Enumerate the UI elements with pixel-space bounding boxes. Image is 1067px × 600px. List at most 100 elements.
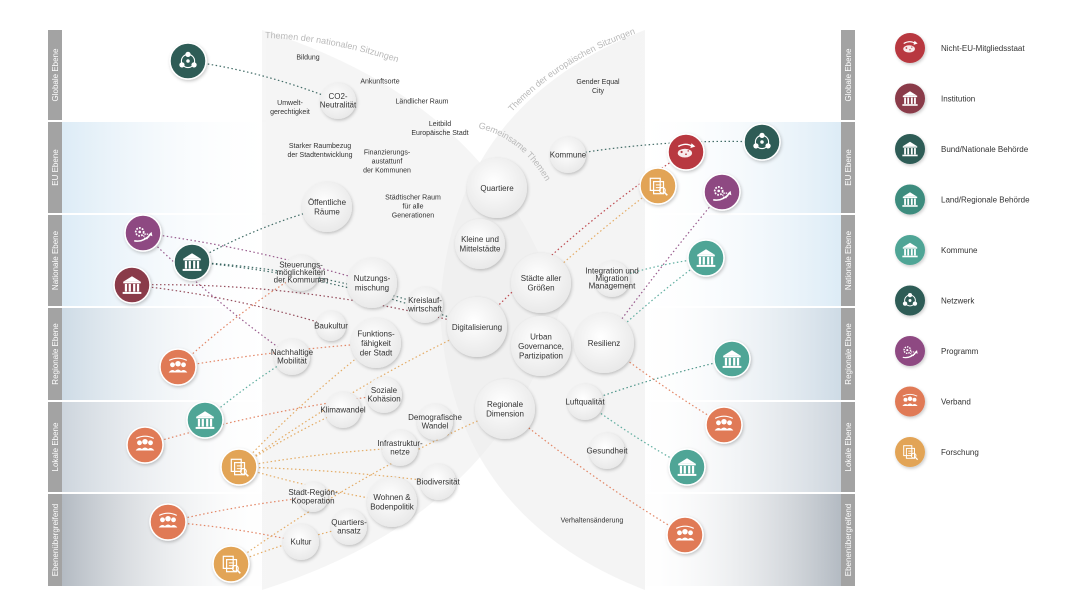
theme-bubble[interactable]: CO2-Neutralität: [320, 83, 357, 119]
actor-circle: [212, 545, 250, 583]
legend-item-forschung: Forschung: [895, 437, 979, 467]
theme-bubble-label: Wohnen &: [373, 493, 411, 502]
actor-programm-left[interactable]: [124, 214, 162, 252]
legend-label: Land/Regionale Behörde: [941, 196, 1030, 205]
actor-circle: [639, 167, 677, 205]
free-theme-label: Generationen: [392, 213, 435, 220]
theme-bubble-label: mischung: [355, 284, 389, 293]
theme-bubble[interactable]: Wohnen &Bodenpolitik: [367, 477, 417, 527]
theme-bubble-label: Bodenpolitik: [370, 503, 415, 512]
connection-line: [131, 284, 332, 327]
actor-verband-right[interactable]: [666, 516, 704, 554]
theme-bubble-circle: [316, 311, 346, 341]
theme-bubble[interactable]: Stadt-Region-Kooperation: [288, 482, 338, 512]
theme-bubble-label: Luftqualität: [565, 397, 605, 406]
theme-bubble-label: Regionale: [487, 400, 524, 409]
actor-forschung-left[interactable]: [220, 448, 258, 486]
theme-bubble[interactable]: Baukultur: [314, 311, 348, 341]
actor-kommune-right[interactable]: [687, 239, 725, 277]
theme-bubble[interactable]: Digitalisierung: [447, 297, 507, 357]
theme-bubble[interactable]: Luftqualität: [565, 384, 605, 420]
theme-bubble-label: Management: [589, 282, 636, 291]
legend-label: Forschung: [941, 448, 979, 457]
actor-institution-left[interactable]: [113, 266, 151, 304]
theme-bubble[interactable]: Nutzungs-mischung: [347, 258, 397, 308]
actor-verband-left[interactable]: [126, 426, 164, 464]
theme-bubble-label: Stadt-Region-: [288, 488, 338, 497]
level-row-right: [630, 402, 855, 492]
actor-bund-left[interactable]: [173, 243, 211, 281]
legend: Nicht-EU-MitgliedsstaatInstitutionBund/N…: [895, 33, 1030, 467]
theme-bubble-circle: [351, 318, 401, 368]
theme-bubble[interactable]: Resilienz: [574, 313, 634, 373]
level-tab-right: [841, 122, 855, 213]
theme-bubble-circle: [475, 379, 535, 439]
theme-bubble[interactable]: Quartiers-ansatz: [331, 509, 367, 545]
actor-programm-right[interactable]: [703, 173, 741, 211]
legend-label: Netzwerk: [941, 297, 975, 306]
theme-bubble-label: Resilienz: [588, 339, 620, 348]
level-tab-right: [841, 30, 855, 120]
level-tab-right: [841, 402, 855, 492]
actor-netzwerk-right[interactable]: [743, 123, 781, 161]
theme-bubble-circle: [331, 509, 367, 545]
theme-bubble[interactable]: Klimawandel: [320, 392, 366, 428]
theme-bubble-circle: [283, 524, 319, 560]
theme-bubble-circle: [302, 182, 352, 232]
level-tab-left: [48, 215, 62, 306]
connection-line: [238, 326, 478, 468]
legend-swatch: [895, 386, 925, 417]
theme-bubble-label: netze: [390, 448, 410, 457]
theme-bubble-label: Öffentliche: [308, 198, 347, 207]
theme-bubble-label: der Stadt: [360, 348, 393, 357]
actor-verband-left[interactable]: [159, 348, 197, 386]
theme-bubble[interactable]: Kommune: [550, 137, 587, 173]
free-theme-label: gerechtigkeit: [270, 109, 310, 116]
theme-bubble[interactable]: Kreislauf-wirtschaft: [407, 287, 443, 323]
actor-kommune-left[interactable]: [186, 401, 224, 439]
actor-circle: [668, 448, 706, 486]
level-tab-left: [48, 30, 62, 120]
theme-bubble[interactable]: Gesundheit: [587, 433, 629, 469]
free-theme-labels: BildungAnkunftsorteUmwelt-gerechtigkeitL…: [270, 55, 623, 525]
actor-kommune-right[interactable]: [713, 340, 751, 378]
theme-bubble-circle: [567, 384, 603, 420]
connection-line: [191, 261, 478, 328]
level-label-left: Ebenenübergreifend: [51, 504, 60, 577]
theme-bubble[interactable]: Biodiversität: [416, 464, 461, 500]
actor-kommune-right[interactable]: [668, 448, 706, 486]
actor-icons: [113, 42, 781, 583]
free-theme-label: Finanzierungs-: [364, 150, 411, 157]
level-tab-left: [48, 402, 62, 492]
actor-verband-left[interactable]: [149, 503, 187, 541]
actor-forschung-right[interactable]: [639, 167, 677, 205]
legend-item-programm: Programm: [895, 336, 979, 366]
level-label-right: Globale Ebene: [844, 48, 853, 101]
theme-bubble[interactable]: Kultur: [283, 524, 319, 560]
actor-verband-right[interactable]: [705, 406, 743, 444]
level-tab-right: [841, 308, 855, 400]
theme-bubble-label: Kleine und: [461, 235, 499, 244]
actor-nicht_eu-right[interactable]: [667, 133, 705, 171]
actor-netzwerk-left[interactable]: [169, 42, 207, 80]
theme-bubble-label: Quartiers-: [331, 518, 367, 527]
theme-bubble-label: Mittelstädte: [460, 245, 501, 254]
actor-forschung-left[interactable]: [212, 545, 250, 583]
theme-bubble[interactable]: Infrastruktur-netze: [377, 430, 423, 466]
connection-line: [238, 447, 401, 468]
theme-bubble[interactable]: Quartiere: [467, 158, 527, 218]
legend-item-nicht_eu: Nicht-EU-Mitgliedsstaat: [895, 33, 1025, 63]
